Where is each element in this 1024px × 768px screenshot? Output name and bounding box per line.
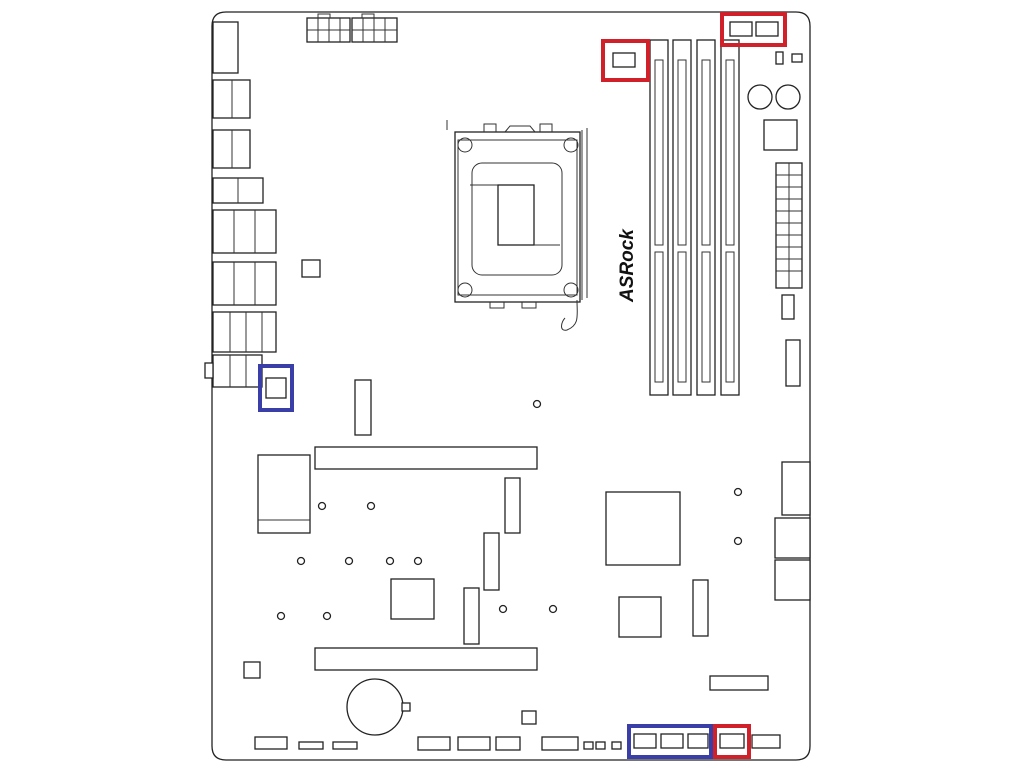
highlight-red-bottom: [713, 724, 751, 759]
cpu-power-connectors: [306, 13, 398, 43]
expansion-and-chips: [243, 259, 769, 736]
chipset: [605, 491, 681, 566]
highlight-red-top-right: [720, 12, 787, 47]
highlight-red-near-dimm: [601, 39, 650, 82]
rear-io-ports: [204, 21, 277, 388]
pcie-slot-2: [314, 647, 538, 671]
m2-connector: [354, 379, 372, 436]
fan-headers[interactable]: [265, 21, 779, 749]
pcie-slot-1: [314, 446, 538, 470]
cmos-battery: [346, 678, 404, 736]
asrock-logo: ASRock: [617, 228, 638, 303]
bottom-headers: [254, 734, 781, 751]
cpu-socket: ASRock: [446, 120, 638, 331]
dimm-slots[interactable]: [649, 39, 740, 396]
highlight-blue-bottom: [627, 724, 713, 759]
highlight-blue-rear-io: [258, 364, 294, 412]
right-components: [747, 51, 811, 601]
